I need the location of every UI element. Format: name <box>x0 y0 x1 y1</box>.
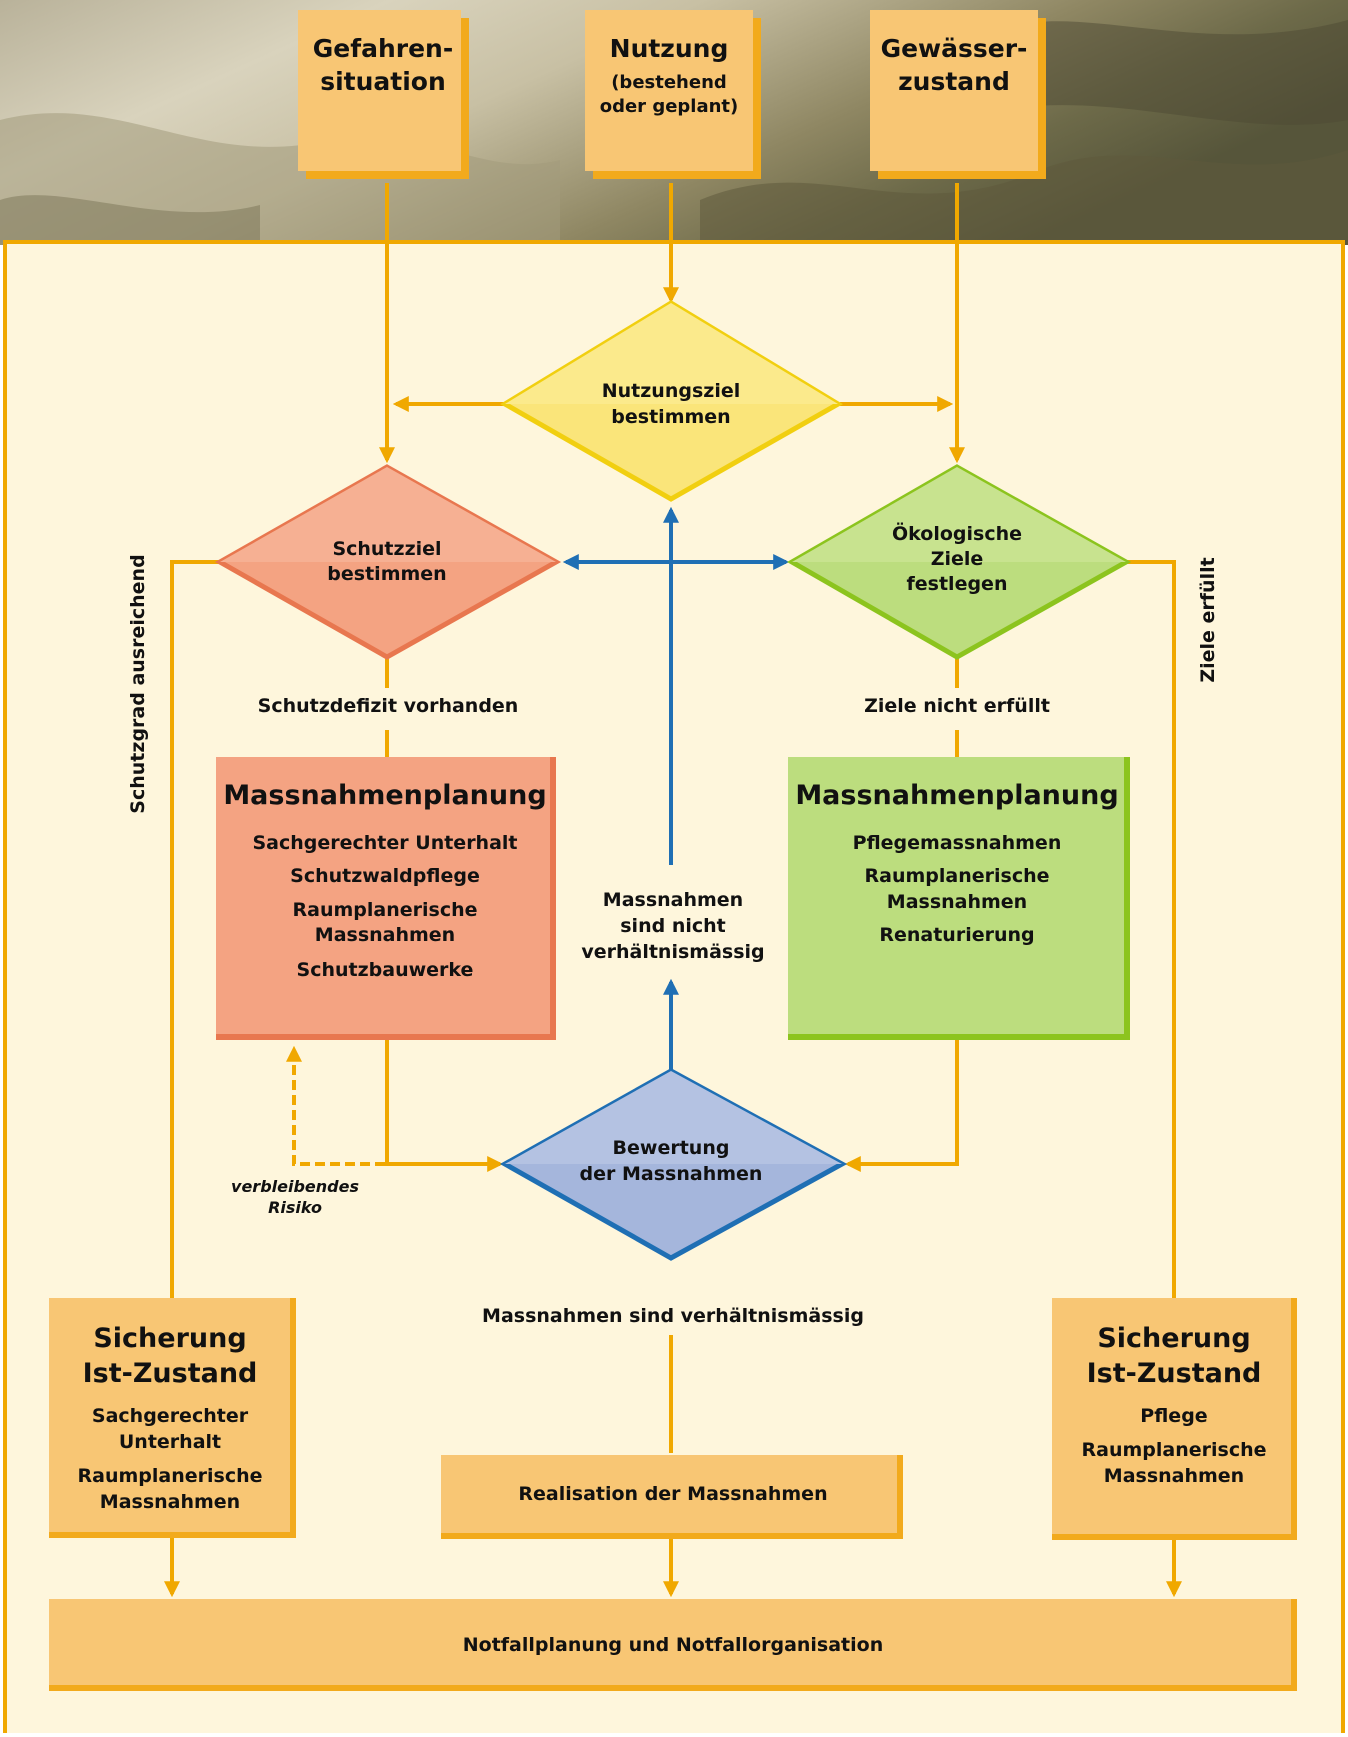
label-schutzgrad-ausreichend: Schutzgrad ausreichend <box>127 554 149 813</box>
svg-text:verhältnismässig: verhältnismässig <box>581 941 764 963</box>
svg-text:Schutzwaldpflege: Schutzwaldpflege <box>290 865 480 887</box>
svg-text:Raumplanerische: Raumplanerische <box>78 1465 263 1487</box>
svg-text:Ist-Zustand: Ist-Zustand <box>1087 1358 1262 1389</box>
bewertung-line-2: der Massnahmen <box>580 1163 763 1185</box>
svg-text:Massnahmen: Massnahmen <box>603 889 743 911</box>
svg-text:Massnahmen: Massnahmen <box>315 924 455 946</box>
svg-text:Risiko: Risiko <box>268 1198 322 1217</box>
svg-text:Sicherung: Sicherung <box>93 1323 246 1354</box>
massnahmen-right-title: Massnahmenplanung <box>795 780 1118 811</box>
label-nicht-verhaeltnismaessig: Massnahmen sind nicht verhältnismässig <box>581 889 764 963</box>
massnahmen-box-right: Massnahmenplanung Pflegemassnahmen Raump… <box>788 757 1130 1040</box>
oekologisch-line-2: Ziele <box>931 548 984 570</box>
input-box-gewaesserzustand: Gewässer- zustand <box>870 10 1046 179</box>
schutzziel-line-2: bestimmen <box>327 563 446 585</box>
svg-text:Sachgerechter Unterhalt: Sachgerechter Unterhalt <box>252 832 517 854</box>
schutzziel-line-1: Schutzziel <box>332 538 441 560</box>
nutzung-sub-1: (bestehend <box>611 72 727 93</box>
svg-text:Massnahmen: Massnahmen <box>887 891 1027 913</box>
nutzungsziel-line-2: bestimmen <box>611 406 730 428</box>
label-ziele-nicht-erfuellt: Ziele nicht erfüllt <box>864 695 1050 717</box>
decision-nutzungsziel: Nutzungsziel bestimmen <box>500 300 843 502</box>
blue-connectors <box>562 506 790 1080</box>
input-box-gefahrensituation: Gefahren- situation <box>298 10 469 179</box>
nutzung-sub-2: oder geplant) <box>600 96 739 117</box>
svg-text:Raumplanerische: Raumplanerische <box>1082 1439 1267 1461</box>
decision-schutzziel: Schutzziel bestimmen <box>214 464 562 660</box>
label-verhaeltnismaessig: Massnahmen sind verhältnismässig <box>482 1305 864 1327</box>
svg-text:Renaturierung: Renaturierung <box>879 924 1034 946</box>
svg-text:Raumplanerische: Raumplanerische <box>293 899 478 921</box>
massnahmen-box-left: Massnahmenplanung Sachgerechter Unterhal… <box>216 757 556 1040</box>
notfall-box: Notfallplanung und Notfallorganisation <box>49 1599 1297 1691</box>
decision-oekologische-ziele: Ökologische Ziele festlegen <box>786 464 1132 660</box>
gewaesser-line-2: zustand <box>898 67 1010 96</box>
svg-text:Massnahmen: Massnahmen <box>100 1491 240 1513</box>
realisation-box: Realisation der Massnahmen <box>441 1455 903 1539</box>
massnahmen-left-title: Massnahmenplanung <box>223 780 546 811</box>
svg-text:Unterhalt: Unterhalt <box>119 1431 221 1453</box>
svg-text:Pflegemassnahmen: Pflegemassnahmen <box>853 832 1062 854</box>
gefahren-line-1: Gefahren- <box>313 34 453 63</box>
notfall-label: Notfallplanung und Notfallorganisation <box>463 1634 884 1656</box>
svg-text:Schutzbauwerke: Schutzbauwerke <box>297 959 474 981</box>
sicherung-box-left: Sicherung Ist-Zustand Sachgerechter Unte… <box>49 1298 296 1538</box>
oekologisch-line-1: Ökologische <box>892 521 1022 545</box>
gewaesser-line-1: Gewässer- <box>881 34 1028 63</box>
svg-text:Sicherung: Sicherung <box>1097 1323 1250 1354</box>
svg-text:Sachgerechter: Sachgerechter <box>92 1405 249 1427</box>
oekologisch-line-3: festlegen <box>907 573 1008 595</box>
label-ziele-erfuellt: Ziele erfüllt <box>1197 557 1219 682</box>
gefahren-line-2: situation <box>320 67 446 96</box>
label-schutzdefizit: Schutzdefizit vorhanden <box>258 695 519 717</box>
orange-connectors <box>164 183 1182 1598</box>
svg-text:verbleibendes: verbleibendes <box>231 1177 359 1196</box>
nutzungsziel-line-1: Nutzungsziel <box>602 380 741 402</box>
realisation-label: Realisation der Massnahmen <box>518 1483 827 1505</box>
nutzung-title: Nutzung <box>610 34 729 63</box>
decision-bewertung: Bewertung der Massnahmen <box>499 1068 848 1261</box>
svg-text:Massnahmen: Massnahmen <box>1104 1465 1244 1487</box>
label-verbleibendes-risiko: verbleibendes Risiko <box>231 1177 359 1217</box>
svg-text:Pflege: Pflege <box>1140 1405 1207 1427</box>
svg-text:Ist-Zustand: Ist-Zustand <box>83 1358 258 1389</box>
svg-text:sind nicht: sind nicht <box>620 915 725 937</box>
input-box-nutzung: Nutzung (bestehend oder geplant) <box>585 10 761 179</box>
sicherung-box-right: Sicherung Ist-Zustand Pflege Raumplaneri… <box>1052 1298 1297 1540</box>
bewertung-line-1: Bewertung <box>613 1137 730 1159</box>
svg-text:Raumplanerische: Raumplanerische <box>865 865 1050 887</box>
